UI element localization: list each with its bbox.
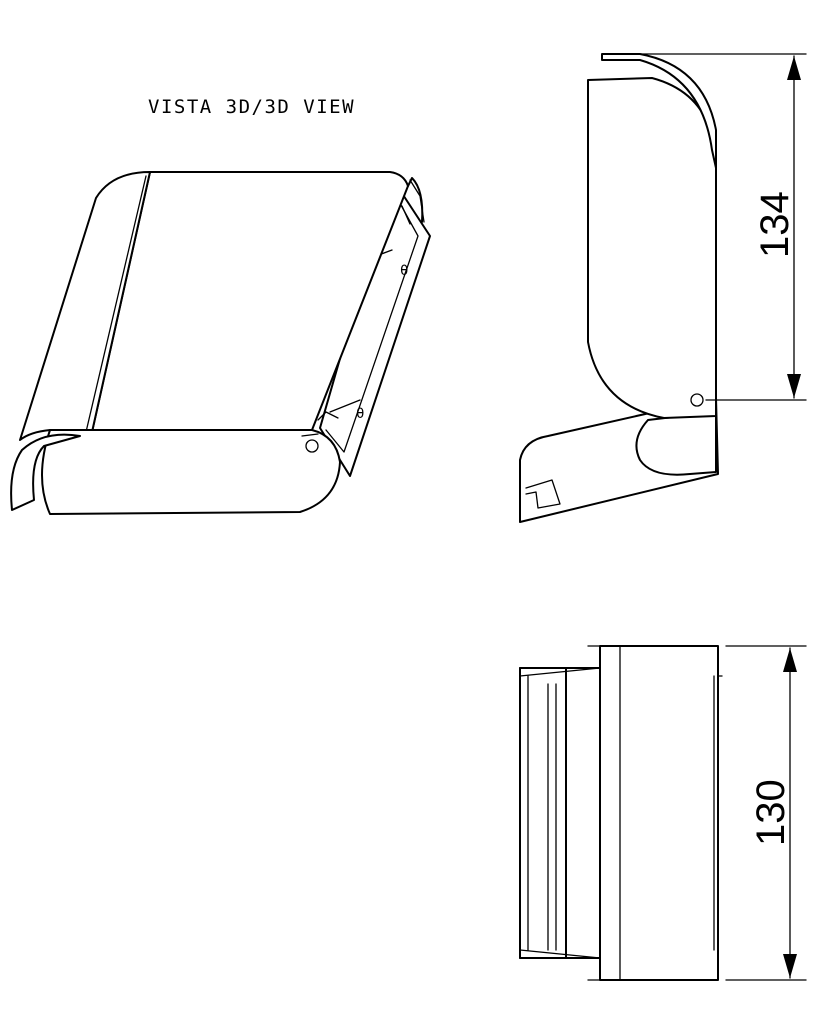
side-lip [601, 53, 717, 169]
dimension-width-label: 130 [749, 779, 793, 846]
hole-symbol-top: θ [400, 263, 408, 279]
side-hole [690, 393, 704, 407]
hole-symbol-bottom: θ [356, 406, 364, 422]
front-housing [599, 645, 719, 981]
dimension-width: 130 [725, 645, 807, 981]
cover-roll [19, 171, 151, 441]
side-view [519, 53, 719, 523]
front-view [519, 645, 723, 981]
end-face [41, 429, 341, 515]
view-title: VISTA 3D/3D VIEW [148, 96, 355, 118]
front-plate [519, 667, 567, 959]
dimension-height: 134 [603, 53, 807, 401]
end-hole [305, 439, 319, 453]
side-body [587, 77, 717, 419]
paper-lip [10, 433, 81, 511]
top-face [91, 171, 409, 433]
isometric-view: θ θ [10, 171, 431, 515]
dimension-height-label: 134 [753, 191, 797, 258]
side-roller [635, 411, 717, 476]
